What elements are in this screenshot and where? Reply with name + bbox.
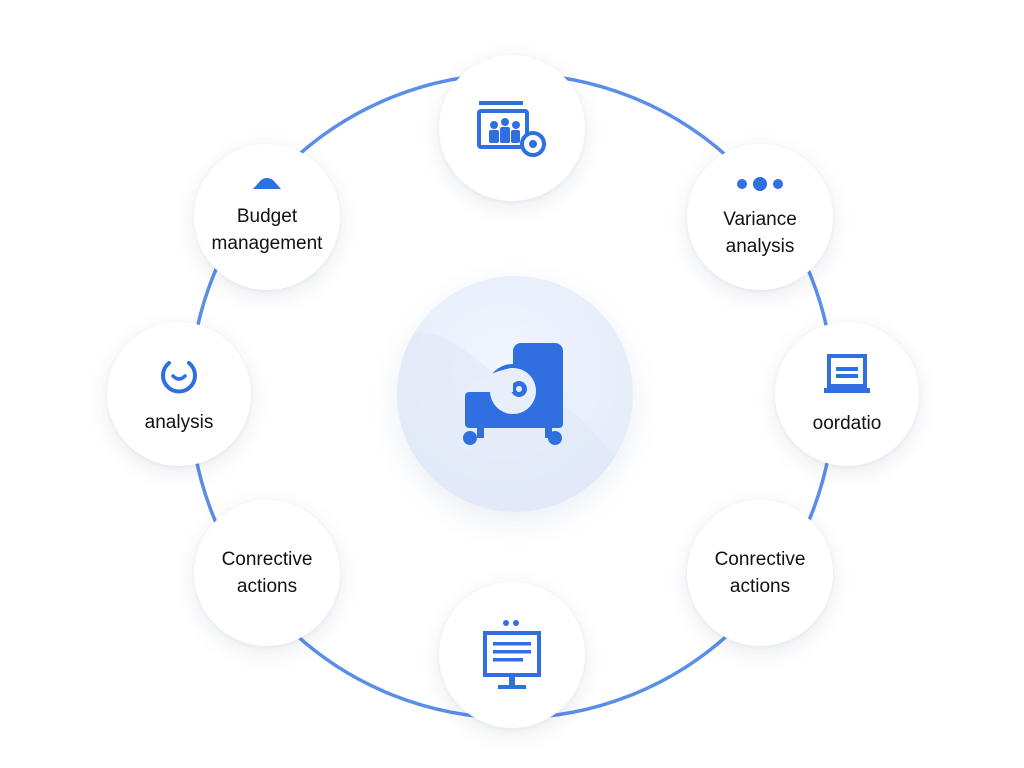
- three-dots-icon: [737, 177, 783, 191]
- node-budget-management-label: Budget management: [211, 206, 323, 254]
- central-hub: [397, 276, 633, 512]
- laptop-document-icon: [824, 353, 870, 393]
- node-variance-analysis: Variance analysis: [687, 144, 833, 290]
- node-budget-management: Budget management: [194, 144, 340, 290]
- node-bottom: [439, 582, 585, 728]
- triangle-up-icon: [253, 178, 281, 189]
- node-conrective-actions-left: Conrective actions: [194, 500, 340, 646]
- node-conrective-actions-right-label: Conrective actions: [714, 549, 806, 597]
- refresh-smile-icon: [161, 360, 197, 393]
- node-oordatio: oordatio: [775, 322, 919, 466]
- node-conrective-actions-left-label: Conrective actions: [221, 549, 313, 597]
- monitor-report-icon: [483, 620, 541, 689]
- desk-chair-disc-icon: [463, 343, 563, 445]
- node-oordatio-label: oordatio: [812, 412, 882, 434]
- node-top: [439, 55, 585, 201]
- node-analysis-label: analysis: [144, 411, 214, 433]
- team-dashboard-gear-icon: [477, 101, 546, 157]
- node-conrective-actions-right: Conrective actions: [687, 500, 833, 646]
- node-variance-analysis-label: Variance analysis: [723, 209, 797, 257]
- node-analysis: analysis: [107, 322, 251, 466]
